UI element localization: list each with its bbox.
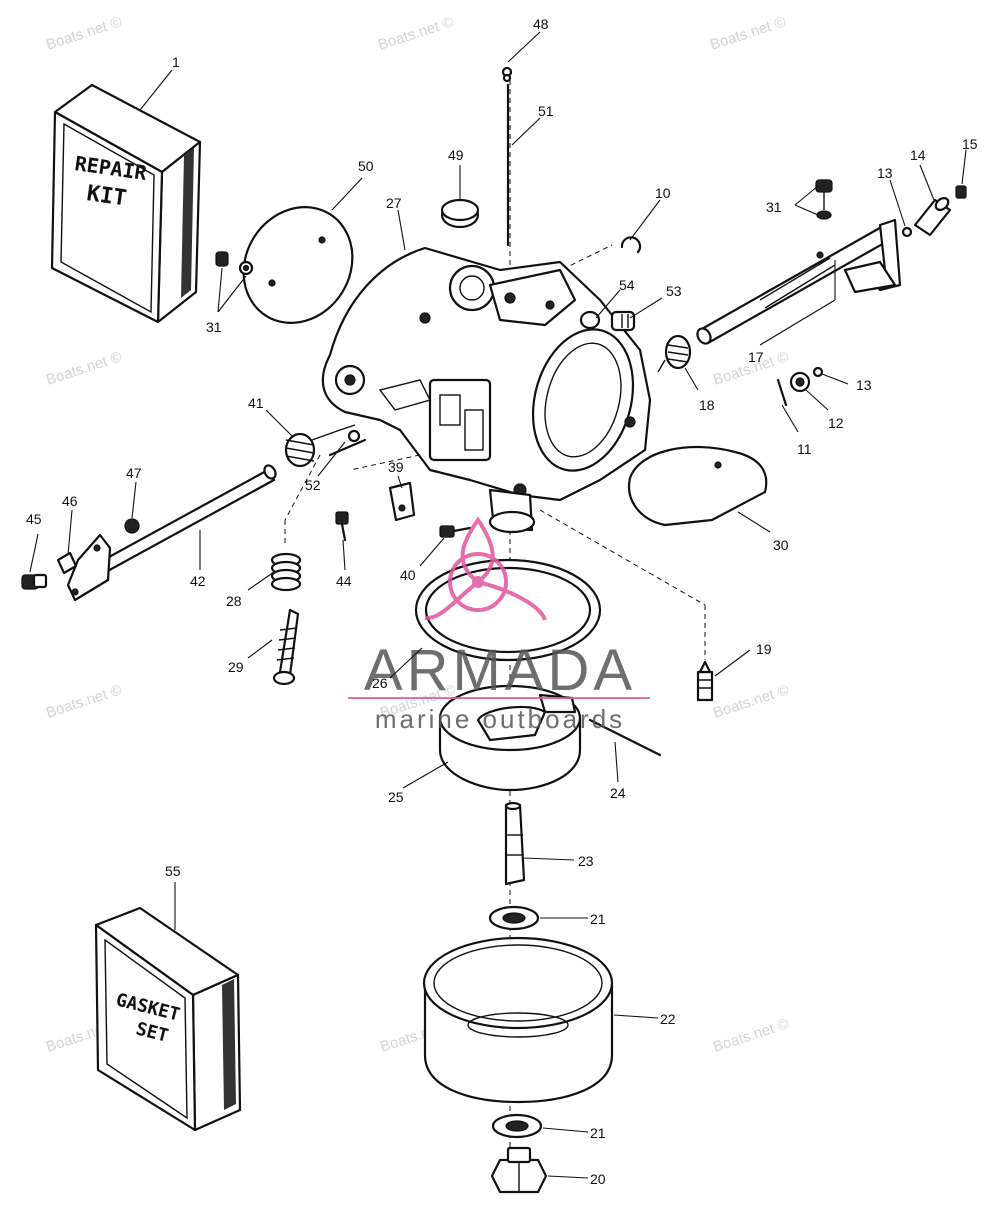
jet-and-plug-right: [579, 310, 636, 332]
callout-51: 51: [538, 103, 554, 119]
throttle-spring: [657, 334, 692, 373]
callout-25: 25: [388, 789, 404, 805]
callout-44: 44: [336, 573, 352, 589]
callout-1: 1: [172, 54, 180, 70]
drain-plug: [490, 1146, 548, 1194]
callout-50: 50: [358, 158, 374, 174]
watermark-text: Boats.net ©: [711, 1015, 791, 1055]
pin-and-washer: [776, 371, 811, 407]
callout-15: 15: [962, 136, 978, 152]
callout-48: 48: [533, 16, 549, 32]
inlet-needle: [504, 801, 526, 886]
callout-27: 27: [386, 195, 402, 211]
float: [438, 684, 662, 792]
callout-42: 42: [190, 573, 206, 589]
callout-45: 45: [26, 511, 42, 527]
main-jet: [696, 660, 714, 702]
gasket-set-box: GASKET SET: [94, 906, 242, 1132]
throttle-plate: [627, 445, 768, 527]
callout-30: 30: [773, 537, 789, 553]
callout-21-bottom: 21: [590, 1125, 606, 1141]
callout-13-bottom: 13: [856, 377, 872, 393]
callout-52: 52: [305, 477, 321, 493]
retaining-clip: [620, 236, 642, 254]
callout-17: 17: [748, 349, 764, 365]
screws-right: [815, 179, 833, 220]
watermark-text: Boats.net ©: [44, 13, 124, 53]
watermark-text: Boats.net ©: [44, 681, 124, 721]
float-bowl: [422, 936, 614, 1104]
callout-12: 12: [828, 415, 844, 431]
callout-26: 26: [372, 675, 388, 691]
callout-40: 40: [400, 567, 416, 583]
callout-55: 55: [165, 863, 181, 879]
shaft-fittings: [812, 185, 967, 378]
leader-lines: [29, 31, 967, 1179]
callout-54: 54: [619, 277, 635, 293]
callout-labels: 1 50 27 49 51 48 10 54 53 18 31 13 14 15…: [26, 16, 978, 1187]
screws-left: [215, 251, 254, 276]
carburetor-body: [321, 246, 652, 534]
callout-53: 53: [666, 283, 682, 299]
vent-rod: [501, 66, 513, 247]
callout-22: 22: [660, 1011, 676, 1027]
bracket-and-screws: [335, 481, 472, 542]
callout-24: 24: [610, 785, 626, 801]
watermark-text: Boats.net ©: [711, 681, 791, 721]
choke-shaft: [21, 464, 277, 602]
watermark-text: Boats.net ©: [44, 348, 124, 388]
callout-46: 46: [62, 493, 78, 509]
callout-13-top: 13: [877, 165, 893, 181]
callout-18: 18: [699, 397, 715, 413]
callout-29: 29: [228, 659, 244, 675]
diaphragm-gasket: [242, 206, 354, 324]
callout-10: 10: [655, 185, 671, 201]
callout-31-right: 31: [766, 199, 782, 215]
repair-kit-label-line2: KIT: [85, 181, 128, 211]
choke-spring: [284, 424, 367, 468]
welch-plug: [440, 198, 480, 229]
brand-tagline: marine outboards: [375, 704, 625, 734]
callout-20: 20: [590, 1171, 606, 1187]
callout-21-top: 21: [590, 911, 606, 927]
callout-28: 28: [226, 593, 242, 609]
watermark-text: Boats.net ©: [708, 13, 788, 53]
brand-logo: ARMADA marine outboards: [348, 516, 650, 734]
callout-14: 14: [910, 147, 926, 163]
repair-kit-box: REPAIR KIT: [50, 83, 202, 324]
callout-39: 39: [388, 459, 404, 475]
mixture-needle: [270, 552, 302, 686]
watermark-text: Boats.net ©: [376, 13, 456, 53]
sealing-washers: [488, 905, 543, 1139]
callout-49: 49: [448, 147, 464, 163]
callout-19: 19: [756, 641, 772, 657]
callout-31-left: 31: [206, 319, 222, 335]
callout-23: 23: [578, 853, 594, 869]
throttle-shaft: [696, 218, 902, 345]
callout-11: 11: [797, 441, 812, 457]
callout-47: 47: [126, 465, 142, 481]
brand-name: ARMADA: [364, 638, 636, 703]
callout-41: 41: [248, 395, 264, 411]
